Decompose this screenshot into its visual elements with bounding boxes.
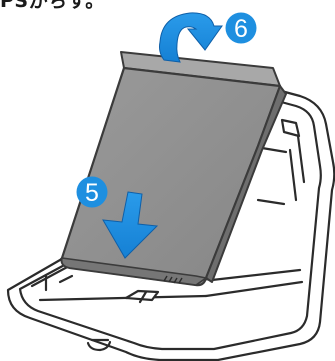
step-badge-6: 6 [226, 13, 257, 44]
step-number-6: 6 [234, 15, 248, 43]
curved-arrow-icon [160, 13, 223, 62]
step-number-5: 5 [85, 179, 99, 207]
step-badge-5: 5 [77, 177, 108, 208]
